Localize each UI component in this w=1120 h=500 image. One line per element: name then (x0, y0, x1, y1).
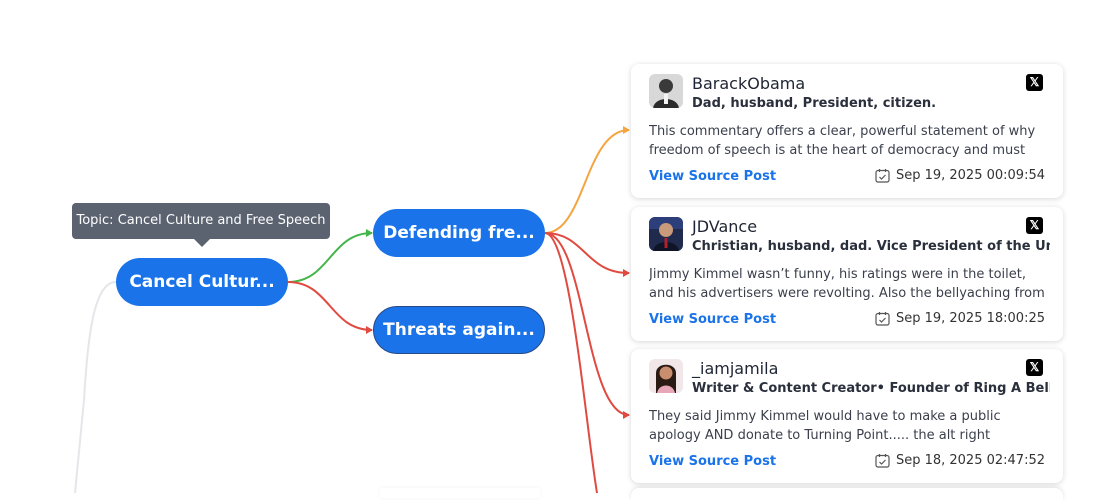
username: JDVance (692, 217, 758, 236)
user-bio: Christian, husband, dad. Vice President … (692, 239, 1050, 254)
node-label: Threats again... (383, 320, 535, 340)
calendar-icon (875, 311, 890, 326)
avatar (649, 217, 683, 251)
topic-tooltip: Topic: Cancel Culture and Free Speech (72, 203, 330, 247)
avatar (649, 74, 683, 108)
edge-to-card-2 (544, 232, 630, 277)
post-card: JDVance Christian, husband, dad. Vice Pr… (631, 207, 1063, 341)
x-logo-icon[interactable]: 𝕏 (1026, 359, 1043, 376)
edge-root-to-defending (287, 229, 373, 283)
edge-to-card-1 (544, 126, 630, 234)
post-text: This commentary offers a clear, powerful… (649, 124, 1036, 158)
node-label: Cancel Cultur... (129, 272, 275, 292)
edge-parent-to-root (74, 281, 117, 493)
user-bio: Dad, husband, President, citizen. (692, 96, 937, 111)
node-defending-free-speech[interactable]: Defending fre... (373, 209, 545, 257)
post-card: BarackObama Dad, husband, President, cit… (631, 64, 1063, 198)
post-card-partial (631, 488, 1063, 500)
node-partial (380, 488, 540, 498)
x-logo-icon[interactable]: 𝕏 (1026, 217, 1043, 234)
post-text: They said Jimmy Kimmel would have to mak… (649, 409, 1001, 443)
date-text: Sep 19, 2025 18:00:25 (895, 311, 1045, 326)
post-card: _iamjamila Writer & Content Creator• Fou… (631, 349, 1063, 483)
avatar (649, 359, 683, 393)
post-date: Sep 19, 2025 18:00:25 (875, 311, 1045, 326)
post-date: Sep 19, 2025 00:09:54 (875, 168, 1045, 183)
calendar-icon (875, 453, 890, 468)
user-bio: Writer & Content Creator• Founder of Rin… (692, 381, 1050, 396)
edge-to-card-4 (544, 232, 598, 493)
calendar-icon (875, 168, 890, 183)
post-text: Jimmy Kimmel wasn’t funny, his ratings w… (649, 267, 1045, 301)
node-cancel-culture[interactable]: Cancel Cultur... (116, 258, 288, 306)
node-label: Defending fre... (383, 223, 535, 243)
edge-root-to-threats (287, 281, 373, 334)
x-logo-icon[interactable]: 𝕏 (1026, 74, 1043, 91)
view-source-post-link[interactable]: View Source Post (649, 312, 777, 327)
date-text: Sep 19, 2025 00:09:54 (895, 168, 1045, 183)
username: BarackObama (692, 74, 806, 93)
view-source-post-link[interactable]: View Source Post (649, 169, 777, 184)
post-date: Sep 18, 2025 02:47:52 (875, 453, 1045, 468)
node-threats[interactable]: Threats again... (373, 306, 545, 354)
username: _iamjamila (692, 359, 779, 378)
tooltip-text: Topic: Cancel Culture and Free Speech (76, 213, 326, 228)
edge-to-card-3 (544, 232, 630, 419)
date-text: Sep 18, 2025 02:47:52 (895, 453, 1045, 468)
view-source-post-link[interactable]: View Source Post (649, 454, 777, 469)
